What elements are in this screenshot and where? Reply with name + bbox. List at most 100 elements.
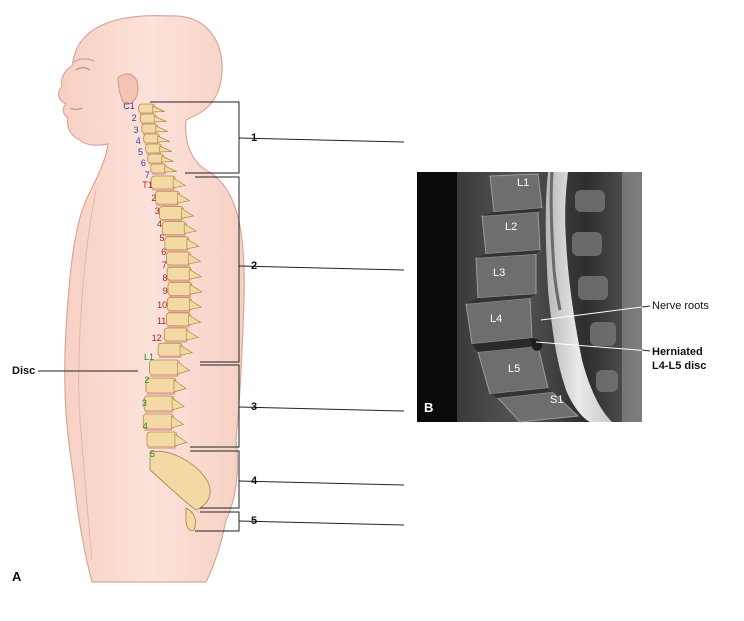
panel-b-letter: B xyxy=(424,400,433,415)
intervertebral-disc xyxy=(147,447,176,449)
bracket-1 xyxy=(150,101,240,174)
lumbar-label: 2 xyxy=(144,375,149,385)
mri-posterior-element xyxy=(590,322,616,346)
thoracic-label: 3 xyxy=(155,206,160,216)
sacrum xyxy=(149,450,211,511)
thoracic-label: T1 xyxy=(142,180,153,190)
thoracic-label: 8 xyxy=(163,273,168,283)
herniated-label-line1: Herniated xyxy=(652,346,703,358)
mri-posterior-element xyxy=(572,232,602,256)
thoracic-label: 10 xyxy=(157,300,167,310)
thoracic-label: 7 xyxy=(162,260,167,270)
vertebra-cervical xyxy=(141,123,168,134)
vertebra-thoracic xyxy=(166,297,203,312)
vertebra-cervical xyxy=(138,103,165,114)
lumbar-label: 5 xyxy=(150,449,155,459)
csf-band xyxy=(545,172,612,422)
mri-posterior-element xyxy=(575,190,605,212)
cervical-label: 7 xyxy=(145,170,150,180)
mri-disc-l1-l2 xyxy=(482,208,542,216)
vertebra-cervical xyxy=(145,143,172,154)
nerve-roots-leader xyxy=(540,305,651,321)
coccyx xyxy=(185,507,197,531)
vertebra-lumbar xyxy=(143,395,185,412)
vertebra-cervical xyxy=(150,163,177,174)
mri-label-l1: L1 xyxy=(517,177,529,189)
intervertebral-disc xyxy=(168,310,191,313)
eye xyxy=(75,67,91,71)
arm-outline xyxy=(78,189,97,561)
thoracic-label: 2 xyxy=(151,193,156,203)
region-number-1: 1 xyxy=(251,132,257,144)
vertebra-thoracic xyxy=(154,190,191,205)
herniated-label-line2: L4-L5 disc xyxy=(652,360,706,372)
mri-vertebra-l3 xyxy=(475,253,537,299)
mri-vertebra-l2 xyxy=(481,211,541,255)
vertebra-lumbar xyxy=(149,359,191,376)
intervertebral-disc xyxy=(145,411,174,413)
cervical-label: 2 xyxy=(132,113,137,123)
mri-vertebra-l1 xyxy=(489,173,543,213)
lumbar-labels: L1 2 3 4 5 xyxy=(142,352,155,459)
vertebra-lumbar xyxy=(142,413,185,430)
thoracic-label: 6 xyxy=(161,247,166,257)
eyebrow xyxy=(73,58,95,63)
cervical-label: 3 xyxy=(134,125,139,135)
herniated-leader-ext xyxy=(641,349,651,352)
vertebra-thoracic xyxy=(157,342,194,357)
intervertebral-disc xyxy=(165,249,188,252)
lumbar-label: 3 xyxy=(142,398,147,408)
mri-disc-l3-l4 xyxy=(466,294,536,304)
bracket-2 xyxy=(195,176,240,363)
vertebra-cervical xyxy=(143,133,170,144)
herniation-bulge xyxy=(530,338,543,351)
thoracic-label: 11 xyxy=(157,316,166,326)
intervertebral-disc xyxy=(151,173,166,175)
nerve-roots-leader-ext xyxy=(641,305,651,308)
lumbar-label: L1 xyxy=(144,352,154,362)
region-numbers: 1 2 3 4 5 xyxy=(251,132,258,527)
thoracic-label: 12 xyxy=(152,333,162,343)
intervertebral-disc xyxy=(144,429,173,431)
mri-disc-l4-l5 xyxy=(472,338,540,352)
region-number-5: 5 xyxy=(251,515,257,527)
vertebra-cervical xyxy=(139,113,167,124)
mri-label-l3: L3 xyxy=(493,267,505,279)
intervertebral-disc xyxy=(165,341,188,343)
intervertebral-disc xyxy=(156,204,179,206)
cervical-label: C1 xyxy=(123,101,135,111)
spinal-cord xyxy=(549,171,562,311)
bracket-3 xyxy=(190,364,240,448)
region-number-3: 3 xyxy=(251,401,257,413)
region-number-2: 2 xyxy=(251,260,257,272)
intervertebral-disc xyxy=(160,219,183,222)
herniated-leader xyxy=(535,341,651,352)
intervertebral-disc xyxy=(168,280,191,282)
mri-disc-l2-l3 xyxy=(476,250,540,258)
vertebra-thoracic xyxy=(166,312,202,327)
cervical-label: 6 xyxy=(141,158,146,168)
mri-label-s1: S1 xyxy=(550,394,563,406)
bracket-4 xyxy=(190,450,240,509)
thoracic-label: 9 xyxy=(163,286,168,296)
body-silhouette xyxy=(57,15,245,583)
intervertebral-disc xyxy=(163,234,186,237)
mri-vertebra-labels: L1 L2 L3 L4 L5 S1 xyxy=(490,177,563,406)
nerve-roots-label: Nerve roots xyxy=(652,300,709,312)
vertebra-thoracic xyxy=(166,251,202,266)
intervertebral-disc xyxy=(150,375,179,377)
region-number-4: 4 xyxy=(251,475,258,487)
disc-label: Disc xyxy=(12,365,35,377)
thoracic-label: 5 xyxy=(159,233,164,243)
mri-label-l4: L4 xyxy=(490,313,502,325)
intervertebral-disc xyxy=(167,265,190,267)
region-brackets xyxy=(150,101,405,532)
mri-posterior-element xyxy=(578,276,608,300)
lumbar-label: 4 xyxy=(143,421,148,431)
vertebra-thoracic xyxy=(164,236,200,251)
ear xyxy=(117,73,139,105)
mri-image xyxy=(417,171,642,423)
vertebra-thoracic xyxy=(161,221,198,236)
